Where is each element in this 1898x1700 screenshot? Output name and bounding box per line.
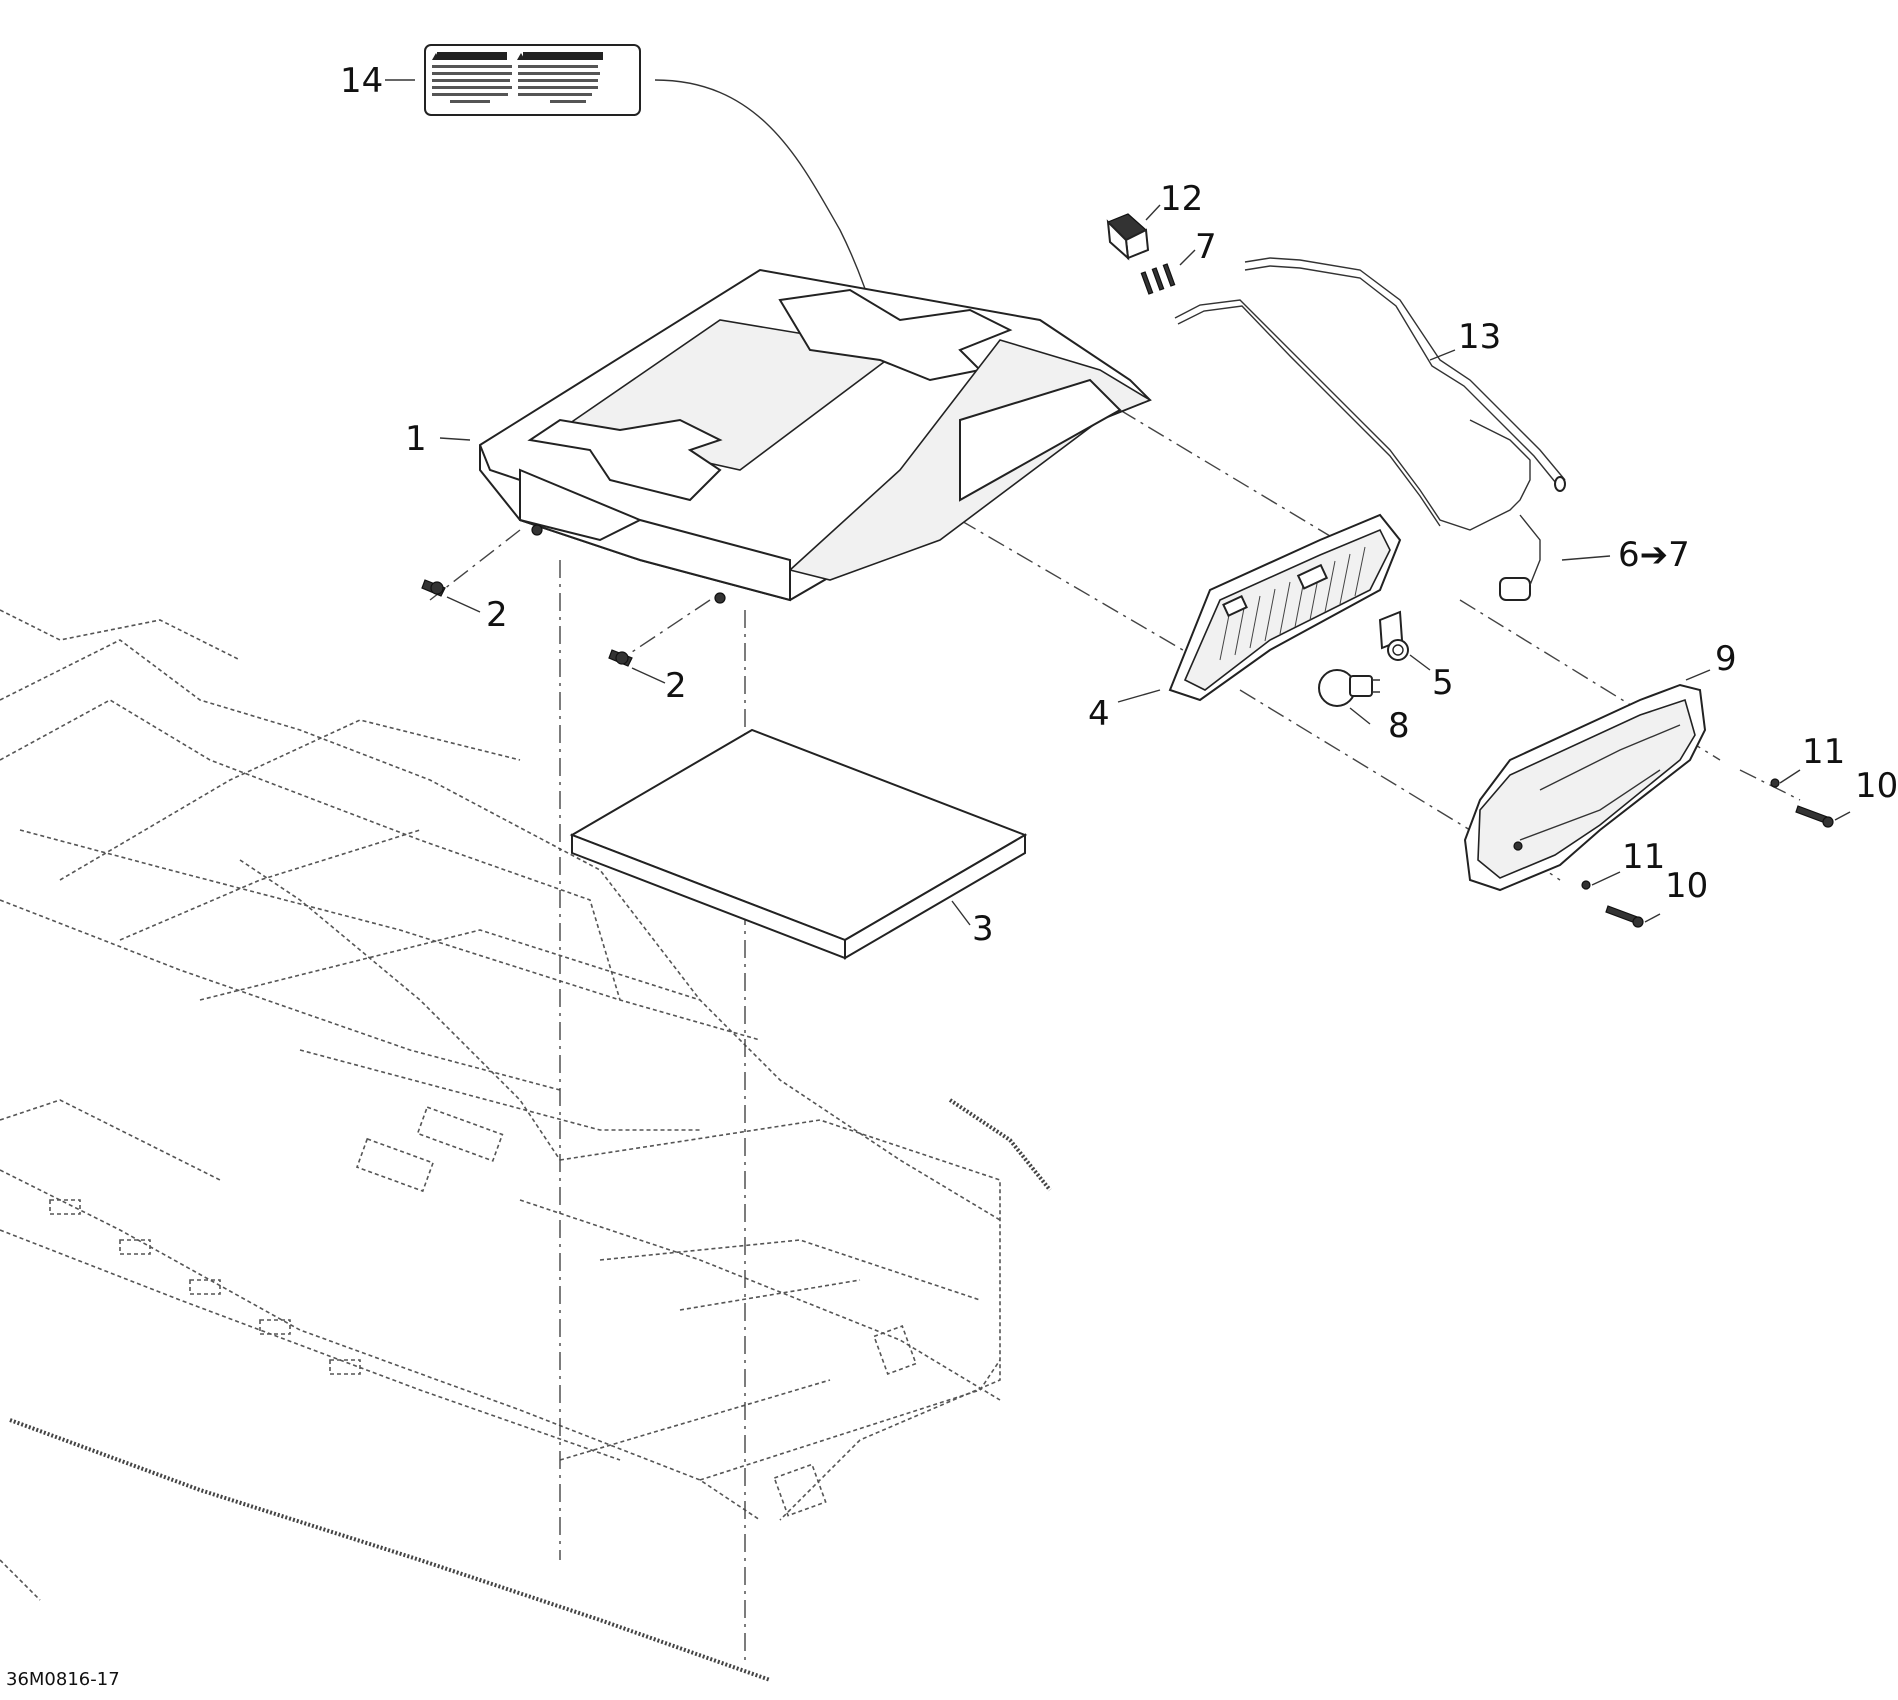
rear-cargo-rack-part bbox=[479, 268, 1152, 604]
decal-label-part bbox=[424, 44, 641, 116]
taillight-housing-part bbox=[1168, 513, 1402, 702]
callout-9: 9 bbox=[1715, 639, 1737, 679]
wiring-harness-part bbox=[1174, 299, 1541, 601]
foam-pad-part bbox=[569, 728, 1028, 960]
connector-housing-part bbox=[1106, 213, 1150, 261]
callout-7: 7 bbox=[1195, 227, 1217, 267]
taillight-lens-part bbox=[1463, 683, 1707, 892]
callout-2: 2 bbox=[665, 666, 687, 706]
callout-6-7: 6➔7 bbox=[1618, 535, 1690, 575]
callout-5: 5 bbox=[1432, 663, 1454, 703]
screw-part bbox=[421, 579, 446, 597]
callouts: 14 1 2 2 3 4 5 8 9 6➔7 11 10 11 10 12 7 … bbox=[340, 61, 1898, 949]
washer-part bbox=[1581, 880, 1591, 890]
callout-12: 12 bbox=[1160, 179, 1203, 219]
callout-4: 4 bbox=[1088, 694, 1110, 734]
callout-2: 2 bbox=[486, 595, 508, 635]
bulb-socket-part bbox=[1378, 610, 1409, 661]
callout-3: 3 bbox=[972, 909, 994, 949]
callout-11: 11 bbox=[1802, 732, 1845, 772]
callout-10: 10 bbox=[1665, 866, 1708, 906]
callout-13: 13 bbox=[1458, 317, 1501, 357]
callout-11: 11 bbox=[1622, 837, 1665, 877]
callout-leaders bbox=[385, 79, 1851, 926]
callout-14: 14 bbox=[340, 61, 383, 101]
callout-10: 10 bbox=[1855, 766, 1898, 806]
washer-part bbox=[1770, 778, 1780, 788]
terminals-part bbox=[1140, 263, 1176, 295]
bulb-part bbox=[1318, 669, 1380, 707]
screw-part bbox=[608, 649, 633, 667]
chassis-runner-hatching bbox=[9, 1098, 1052, 1682]
callout-8: 8 bbox=[1388, 706, 1410, 746]
lens-screw-part bbox=[1605, 905, 1644, 928]
lens-screw-part bbox=[1795, 805, 1834, 828]
diagram-code: 36M0816-17 bbox=[6, 1669, 120, 1690]
callout-1: 1 bbox=[405, 419, 427, 459]
alignment-lines bbox=[429, 409, 1801, 1660]
wiring-harness-part bbox=[1244, 257, 1566, 492]
chassis-tunnel-outline bbox=[0, 609, 1001, 1601]
